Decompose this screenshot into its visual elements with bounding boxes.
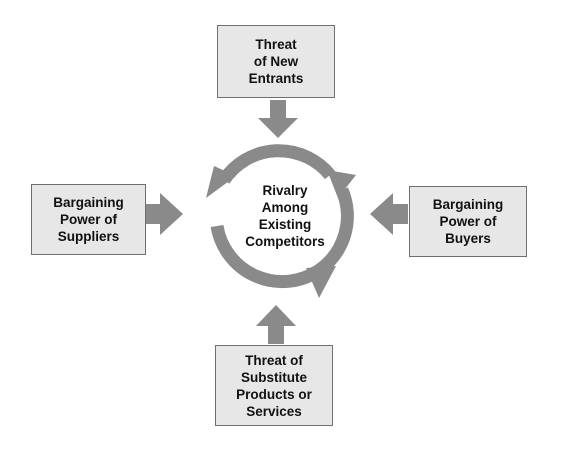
supplier-power-box: Bargaining Power of Suppliers [31,184,146,255]
arrow-from-bottom [256,305,296,344]
cycle-arrowhead-bottom [306,266,336,298]
buyer-power-box: Bargaining Power of Buyers [409,186,527,257]
cycle-arrowhead-left [206,166,236,198]
cycle-arc-bottom [210,224,322,289]
cycle-arc-top [218,144,336,184]
arrow-from-top [258,100,298,138]
threat-of-new-entrants-box: Threat of New Entrants [217,25,335,98]
force-arrows [146,100,408,344]
cycle-arrowheads [206,166,356,298]
cycle-arc-right [314,187,354,277]
rivalry-label: Rivalry Among Existing Competitors [245,183,325,249]
rivalry-cycle [210,144,354,289]
cycle-arrowhead-right [327,170,356,198]
arrow-from-right [370,193,408,235]
threat-of-substitutes-box: Threat of Substitute Products or Service… [215,345,333,426]
arrow-from-left [146,193,183,235]
